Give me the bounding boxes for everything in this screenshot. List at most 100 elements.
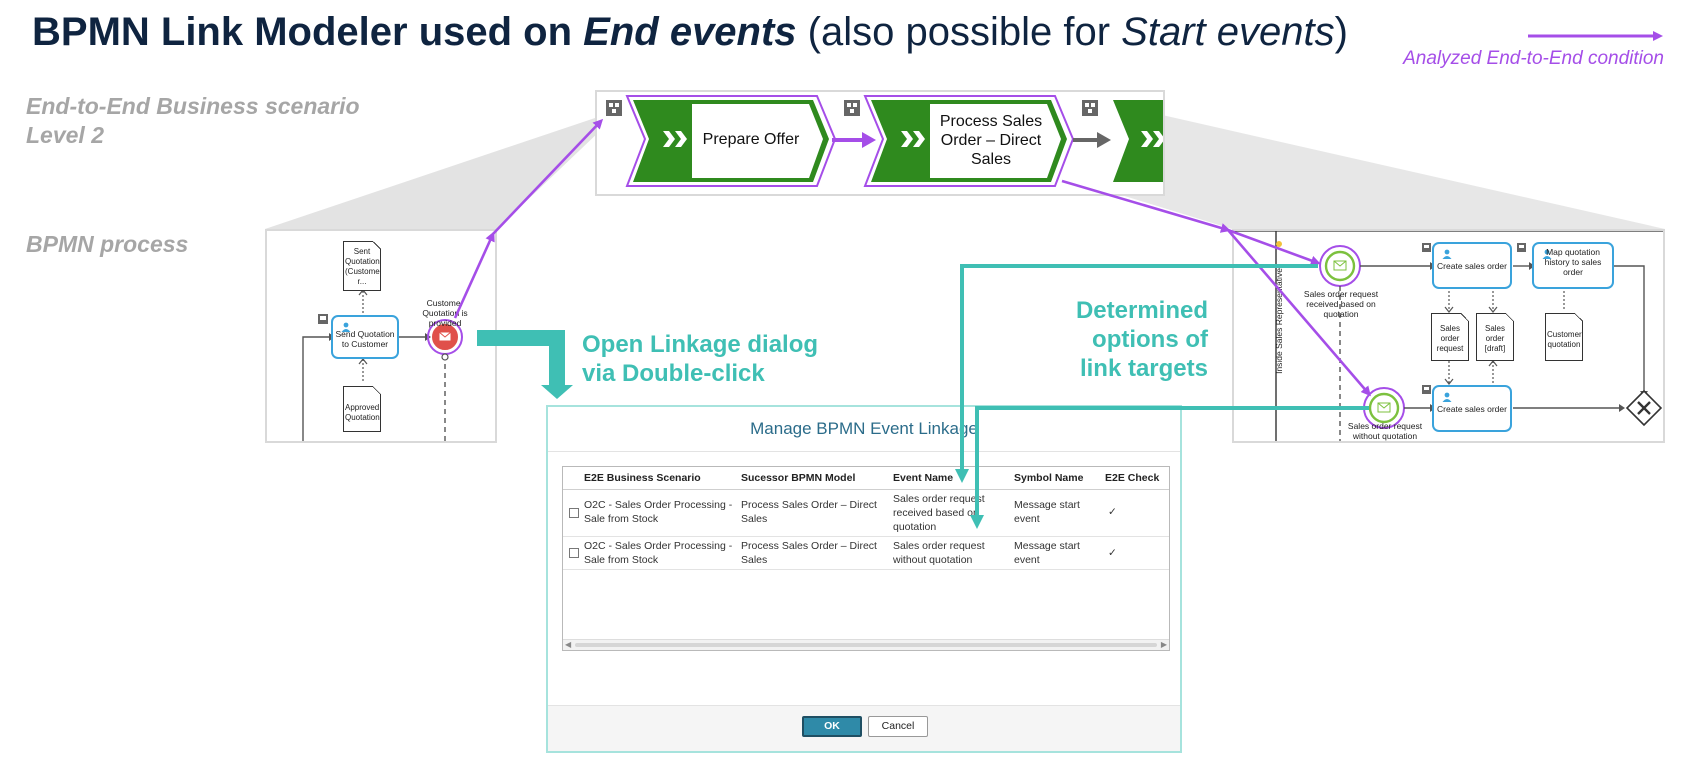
arrow-head [1097, 132, 1111, 148]
doc-sent-quotation: Sent Quotation (Custome r... [343, 241, 381, 291]
title-part4: Start events [1121, 10, 1335, 54]
role-icon [1422, 385, 1431, 394]
cell-symbol-line: Message start [1014, 540, 1080, 552]
task-create-sales-order-2-label: Create sales order [1437, 404, 1507, 414]
scroll-right-icon[interactable]: ▶ [1160, 640, 1167, 649]
doc-line: Approved [345, 403, 380, 412]
title-part5: ) [1334, 10, 1348, 54]
cell-event-line: received based on [893, 507, 979, 519]
step-process-sales-label: Process Sales Order – Direct Sales [933, 112, 1049, 169]
task-create-sales-order-1[interactable]: Create sales order [1432, 242, 1512, 289]
cell-e2e-check: ✓ [1108, 506, 1117, 518]
open-linkage-line1: Open Linkage dialog [582, 331, 819, 358]
role-icon [1422, 243, 1431, 252]
cell-scenario-line: Sale from Stock [584, 513, 659, 525]
cancel-button[interactable]: Cancel [868, 716, 928, 737]
row-checkbox[interactable] [569, 548, 579, 558]
col-header-event[interactable]: Event Name [893, 472, 954, 484]
lane-label: Inside Sales Representative [1274, 268, 1284, 374]
doc-line: order [1440, 334, 1460, 343]
manage-linkage-dialog: Manage BPMN Event Linkage E2E Business S… [546, 405, 1182, 753]
end-event-label-line: provided [428, 318, 462, 328]
task-send-quotation[interactable]: Send Quotation to Customer [331, 315, 399, 359]
start-event-2-label: Sales order request without quotation [1340, 421, 1430, 441]
row-checkbox[interactable] [569, 508, 579, 518]
cell-event-line: Sales order request [893, 493, 985, 505]
cell-symbol-line: event [1014, 554, 1040, 566]
linkage-table: E2E Business Scenario Sucessor BPMN Mode… [562, 466, 1170, 651]
doc-approved-quotation: Approved Quotation [343, 386, 381, 432]
legend-label: Analyzed End-to-End condition [1403, 48, 1664, 69]
open-linkage-annotation: Open Linkage dialog via Double-click [582, 330, 818, 388]
open-linkage-line2: via Double-click [582, 360, 765, 387]
person-icon [341, 322, 351, 332]
cell-symbol-line: event [1014, 513, 1040, 525]
doc-line: (Custome [345, 267, 380, 276]
double-click-arrow-head [541, 385, 573, 399]
double-chevron-icon [1141, 131, 1163, 147]
scroll-left-icon[interactable]: ◀ [565, 640, 572, 649]
start-event-label-line: Sales order request [1347, 421, 1423, 431]
start-event-label-line: received based on [1306, 299, 1376, 309]
task-send-quotation-label: Send Quotation to Customer [335, 329, 395, 349]
bpmn-right-panel: Inside Sales Representative Sales order … [1232, 229, 1665, 443]
doc-line: quotation [1547, 340, 1581, 349]
start-event-label-line: without quotation [1352, 431, 1418, 441]
doc-line: r... [357, 277, 367, 286]
doc-sales-order-draft: Sales order [draft] [1476, 313, 1514, 361]
cell-scenario-line: O2C - Sales Order Processing - [584, 499, 733, 511]
e2e-condition-arrow [492, 118, 604, 235]
cell-model-line: Process Sales Order – Direct [741, 499, 877, 511]
chevron-next [1113, 100, 1163, 182]
ok-button[interactable]: OK [802, 716, 862, 737]
task-map-quotation-history[interactable]: Map quotation history to sales order [1532, 242, 1614, 289]
process-icon [1082, 100, 1098, 116]
col-header-symbol[interactable]: Symbol Name [1014, 472, 1084, 484]
step-process-sales-line1: Process Sales [939, 113, 1043, 130]
step-process-sales-line2: Order – Direct [940, 132, 1042, 149]
e2e-process-panel: Prepare Offer Process Sales Order – Dire… [595, 90, 1165, 196]
start-event-1-label: Sales order request received based on qu… [1296, 289, 1386, 319]
process-icon [606, 100, 622, 116]
col-header-scenario[interactable]: E2E Business Scenario [584, 472, 701, 484]
person-icon [1542, 249, 1552, 259]
slide-title: BPMN Link Modeler used on End events (al… [32, 6, 1348, 58]
cell-symbol-line: Message start [1014, 499, 1080, 511]
person-icon [1442, 392, 1452, 402]
chevron-process-sales-outline [863, 95, 1075, 187]
determined-line3: link targets [1079, 355, 1208, 382]
doc-line: Sales [1439, 324, 1460, 333]
horizontal-scrollbar[interactable]: ◀ ▶ [563, 639, 1169, 650]
end-event-label-line: Customer [426, 298, 464, 308]
determined-line1: Determined [1075, 297, 1208, 324]
task-create-sales-order-2[interactable]: Create sales order [1432, 385, 1512, 432]
scrollbar-thumb[interactable] [575, 643, 1157, 647]
role-icon [1517, 243, 1526, 252]
cell-event-line: quotation [893, 521, 937, 533]
doc-line: Quotation [345, 257, 380, 266]
cell-scenario-line: O2C - Sales Order Processing - [584, 540, 733, 552]
dialog-title: Manage BPMN Event Linkage [750, 419, 978, 438]
level-label-e2e-line1: End-to-End Business scenario [26, 93, 360, 119]
cell-model-line: Sales [741, 554, 768, 566]
arrow-head [862, 132, 876, 148]
person-icon [1442, 249, 1452, 259]
dialog-separator [548, 451, 1180, 452]
end-event-label-line: Quotation is [422, 308, 468, 318]
table-row[interactable]: O2C - Sales Order Processing - Sale from… [563, 537, 1169, 570]
col-header-e2e-check[interactable]: E2E Check [1105, 472, 1160, 484]
cell-model-line: Sales [741, 513, 768, 525]
cell-model-line: Process Sales Order – Direct [741, 540, 877, 552]
level-label-e2e-line2: Level 2 [26, 122, 104, 148]
col-header-model[interactable]: Sucessor BPMN Model [741, 472, 856, 484]
table-row[interactable]: O2C - Sales Order Processing - Sale from… [563, 490, 1169, 537]
determined-line2: options of [1092, 326, 1208, 353]
level-label-bpmn: BPMN process [26, 231, 189, 257]
step-process-sales-line3: Sales [970, 151, 1012, 168]
title-part1: BPMN Link Modeler used on [32, 10, 584, 54]
step-prepare-offer-label: Prepare Offer [702, 131, 800, 148]
cell-e2e-check: ✓ [1108, 547, 1117, 559]
e2e-chevrons [606, 95, 1163, 187]
title-part3: (also possible for [796, 10, 1122, 54]
double-chevron-icon [663, 131, 687, 147]
